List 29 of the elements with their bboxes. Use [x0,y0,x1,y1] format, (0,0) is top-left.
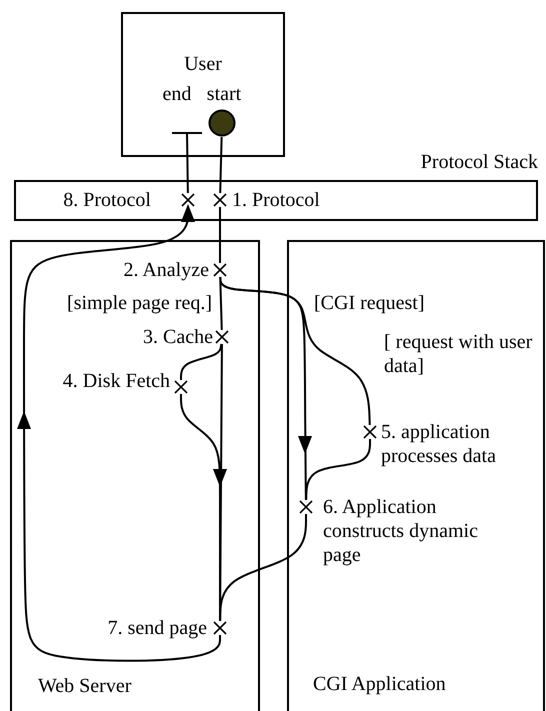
connector [219,276,371,426]
responsibility-label: 2. Analyze [123,258,209,282]
responsibility-label: 5. application processes data [381,420,497,468]
responsibility-label: 3. Cache [143,325,213,349]
responsibility-label: 4. Disk Fetch [62,369,170,393]
endpoint-label: end [162,82,192,106]
component-label: Web Server [38,674,132,698]
component-box [10,240,260,711]
connector [305,439,371,500]
connector [219,136,223,194]
connector [180,344,222,380]
endpoint-label: start [206,82,242,106]
connector [219,207,221,263]
connector [219,276,223,330]
component-label: User [183,52,223,76]
responsibility-label: 1. Protocol [232,188,320,212]
connector [17,204,221,662]
component-box [121,12,285,157]
edge-label: [CGI request] [314,291,426,315]
edge-label: [simple page req.] [66,291,212,315]
responsibility-label: 7. send page [108,616,207,640]
component-box [287,240,545,711]
component-label: Protocol Stack [420,150,538,174]
connector [219,514,307,622]
component-label: CGI Application [313,672,447,696]
responsibility-label: 6. Application constructs dynamic page [323,495,479,567]
edge-label: [ request with user data] [384,330,534,378]
connector [186,132,189,194]
responsibility-label: 8. Protocol [63,188,151,212]
